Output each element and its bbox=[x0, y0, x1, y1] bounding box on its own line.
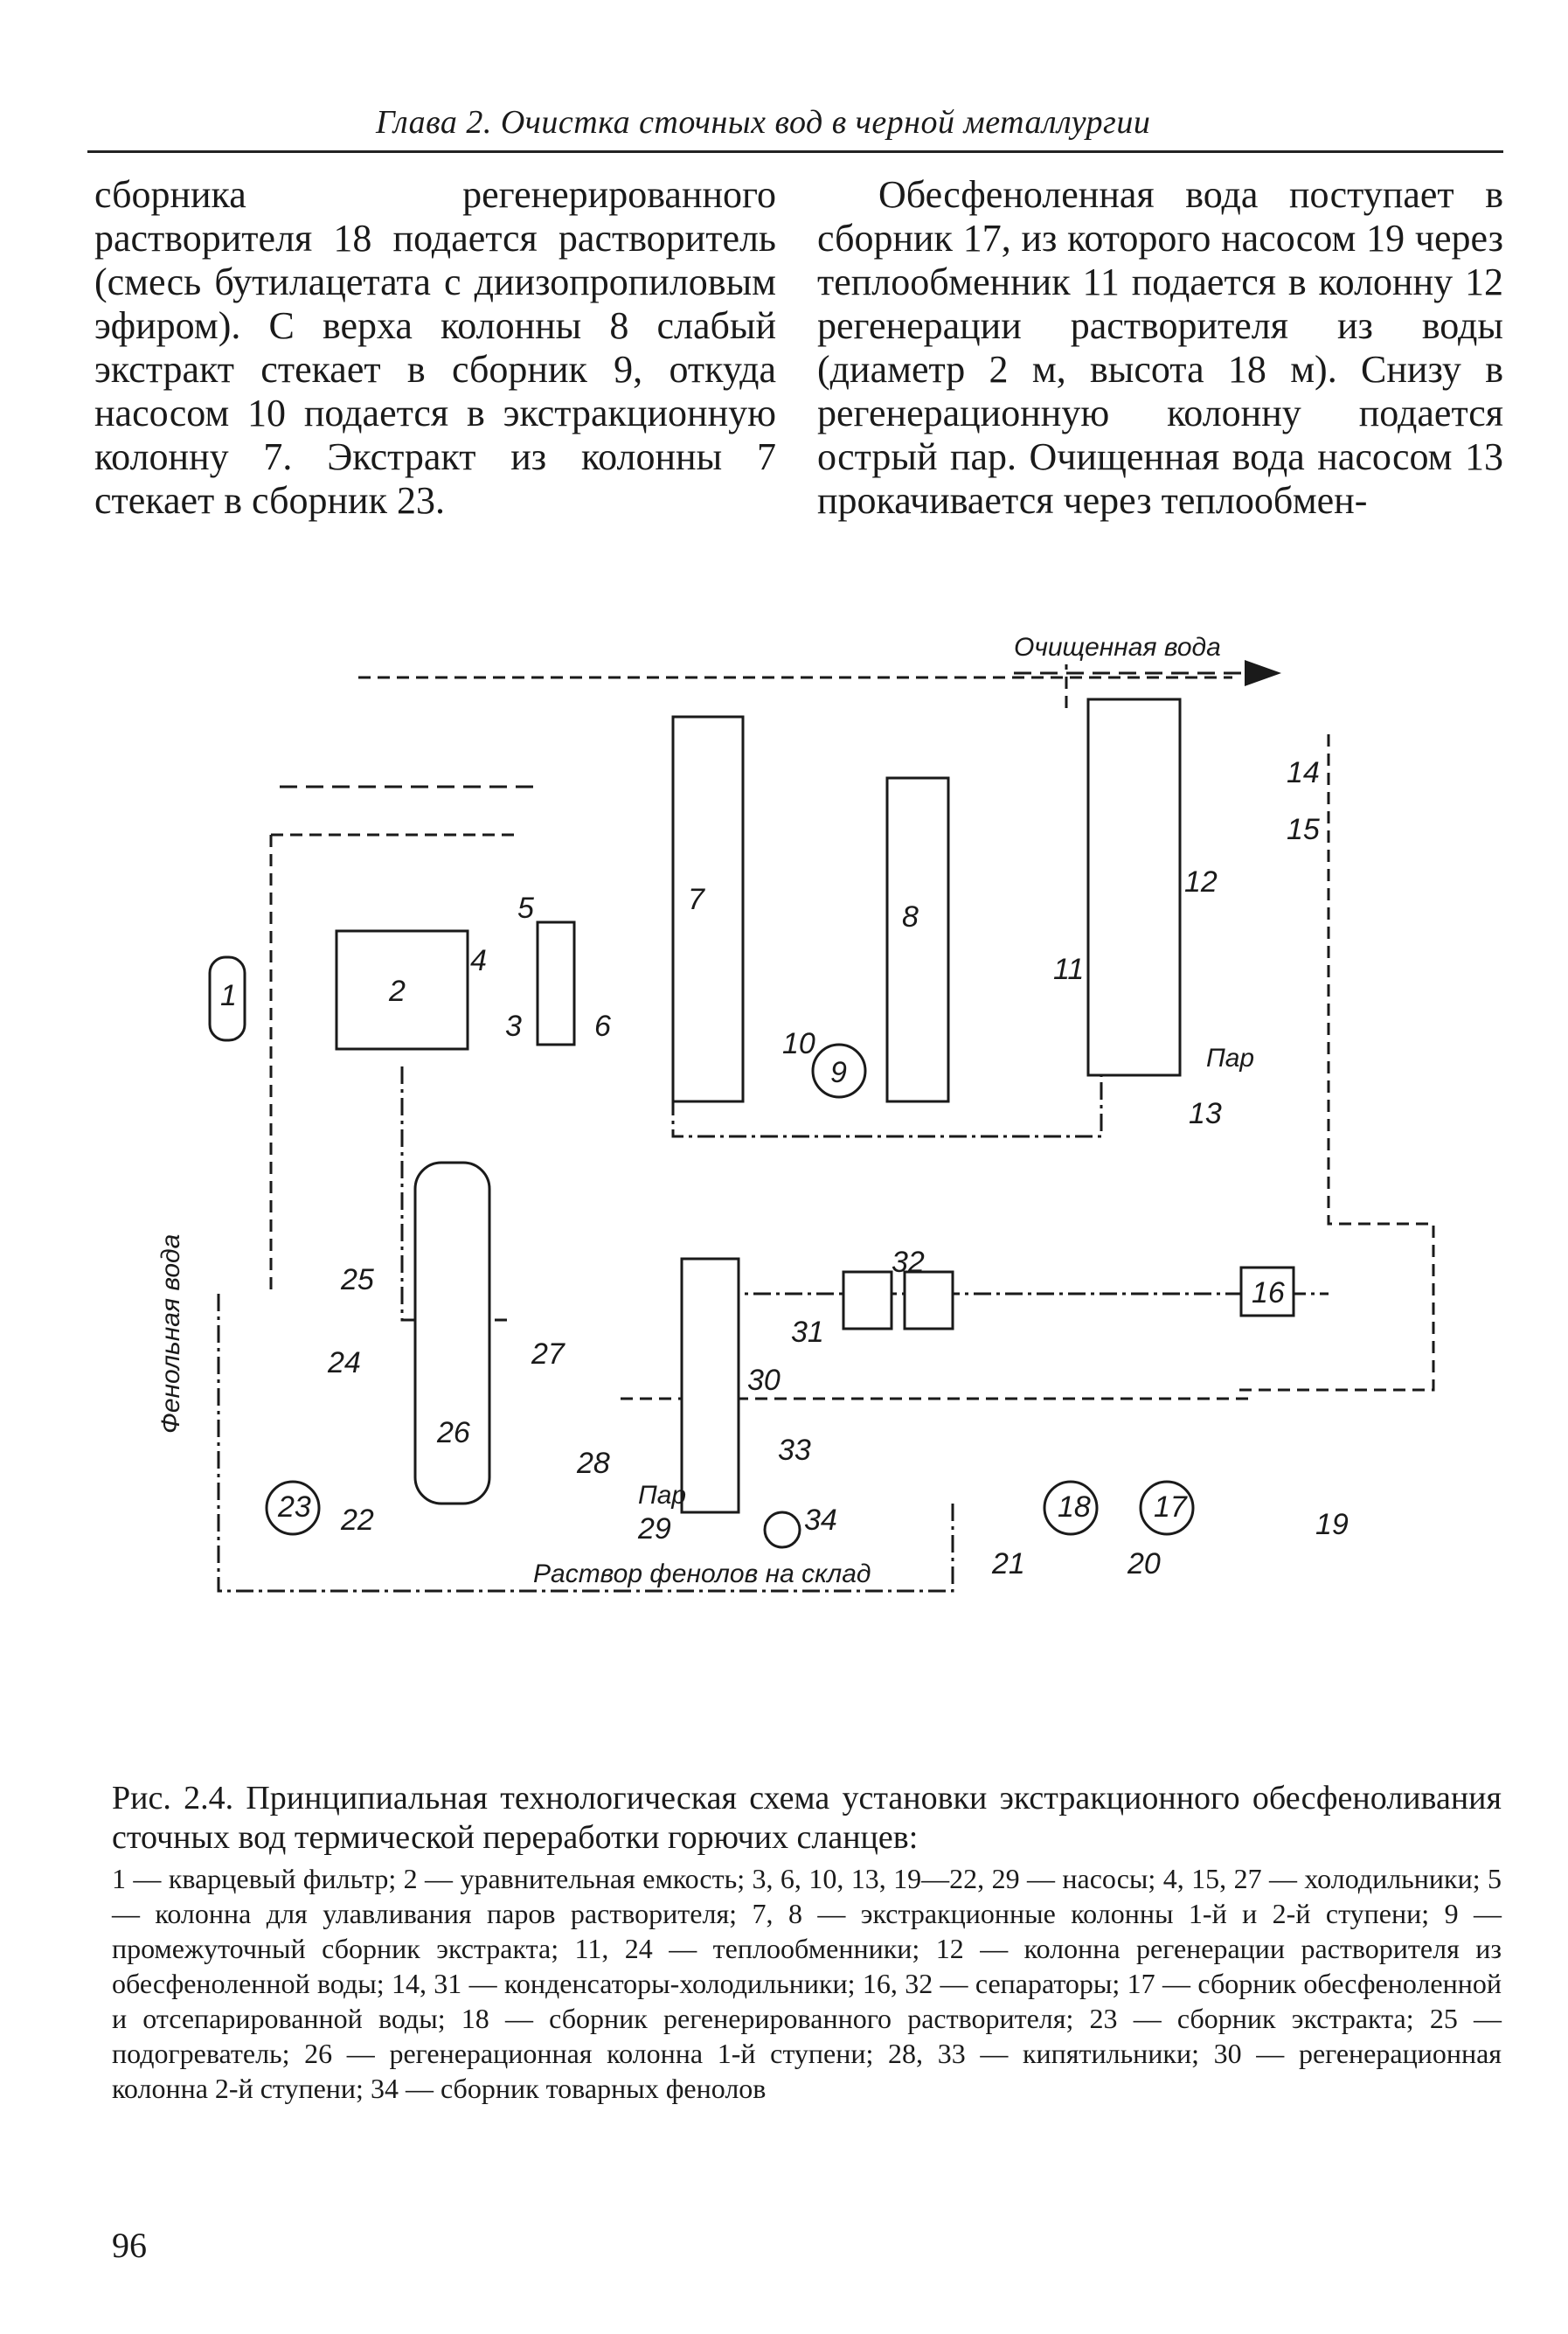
label-17: 17 bbox=[1154, 1490, 1188, 1524]
running-head: Глава 2. Очистка сточных вод в черной ме… bbox=[376, 104, 1151, 141]
label-32: 32 bbox=[892, 1246, 925, 1279]
label-4: 4 bbox=[470, 944, 487, 977]
label-23: 23 bbox=[277, 1490, 311, 1524]
label-21: 21 bbox=[991, 1547, 1025, 1580]
separator-16 bbox=[1239, 1266, 1295, 1317]
label-8: 8 bbox=[902, 900, 919, 934]
label-phenol-water: Фенольная вода bbox=[156, 1234, 185, 1434]
left-text-column: сборника регенерированного растворителя … bbox=[94, 173, 776, 523]
solvent-vapor-column-5 bbox=[536, 920, 576, 1046]
label-27: 27 bbox=[531, 1337, 565, 1371]
water-collector-17 bbox=[1139, 1480, 1195, 1536]
regeneration-column-26 bbox=[413, 1161, 491, 1505]
extract-collector-23 bbox=[265, 1480, 321, 1536]
extract-collector-9 bbox=[811, 1043, 867, 1099]
label-26: 26 bbox=[436, 1416, 470, 1449]
label-31: 31 bbox=[791, 1316, 824, 1349]
label-29: 29 bbox=[637, 1512, 671, 1546]
label-34: 34 bbox=[804, 1504, 837, 1537]
label-11: 11 bbox=[1053, 953, 1084, 986]
caption-legend: 1 — кварцевый фильтр; 2 — уравнительная … bbox=[112, 1863, 1502, 2104]
regeneration-column-12 bbox=[1086, 698, 1182, 1077]
label-15: 15 bbox=[1287, 813, 1320, 846]
caption-title: Рис. 2.4. Принципиальная технологическая… bbox=[112, 1780, 1502, 1856]
label-steam-30: Пар bbox=[638, 1481, 686, 1510]
extraction-column-7 bbox=[671, 715, 745, 1103]
label-2: 2 bbox=[388, 975, 406, 1008]
process-flow-diagram: Очищенная вода Фенольная вода Пар Пар Ра… bbox=[156, 633, 1435, 1593]
right-text-column: Обесфеноленная вода поступает в сборник … bbox=[817, 173, 1503, 523]
extraction-column-8 bbox=[885, 776, 950, 1103]
separator-32a bbox=[842, 1270, 893, 1330]
label-7: 7 bbox=[688, 883, 705, 916]
figure-caption: Рис. 2.4. Принципиальная технологическая… bbox=[112, 1779, 1502, 2106]
separator-32b bbox=[903, 1270, 954, 1330]
pipeline-phenol-water bbox=[217, 1294, 954, 1593]
label-25: 25 bbox=[340, 1263, 374, 1296]
label-14: 14 bbox=[1287, 756, 1320, 789]
label-30: 30 bbox=[747, 1364, 781, 1397]
header-rule bbox=[87, 150, 1503, 153]
solvent-collector-18 bbox=[1043, 1480, 1099, 1536]
label-10: 10 bbox=[782, 1027, 815, 1060]
left-paragraph: сборника регенерированного растворителя … bbox=[94, 173, 776, 522]
label-13: 13 bbox=[1189, 1097, 1222, 1130]
label-20: 20 bbox=[1127, 1547, 1161, 1580]
label-24: 24 bbox=[327, 1346, 361, 1379]
label-18: 18 bbox=[1058, 1490, 1091, 1524]
label-22: 22 bbox=[340, 1504, 374, 1537]
right-paragraph: Обесфеноленная вода поступает в сборник … bbox=[817, 173, 1503, 522]
quartz-filter-1 bbox=[208, 955, 246, 1042]
label-33: 33 bbox=[778, 1434, 811, 1467]
label-28: 28 bbox=[576, 1447, 610, 1480]
pipeline-right-return bbox=[1232, 734, 1435, 1392]
label-19: 19 bbox=[1315, 1508, 1349, 1541]
label-steam-12: Пар bbox=[1206, 1044, 1254, 1073]
phenol-collector-34 bbox=[763, 1511, 801, 1549]
label-16: 16 bbox=[1252, 1276, 1285, 1309]
label-1: 1 bbox=[220, 979, 237, 1012]
equalizing-tank-2 bbox=[335, 929, 469, 1051]
label-12: 12 bbox=[1184, 865, 1218, 899]
label-9: 9 bbox=[830, 1056, 847, 1089]
label-3: 3 bbox=[505, 1010, 522, 1043]
page-number: 96 bbox=[112, 2226, 147, 2265]
label-purified-water: Очищенная вода bbox=[1014, 633, 1221, 662]
label-6: 6 bbox=[594, 1010, 611, 1043]
label-phenol-solution: Раствор фенолов на склад bbox=[533, 1559, 871, 1588]
regeneration-column-30 bbox=[680, 1257, 740, 1514]
label-5: 5 bbox=[517, 892, 534, 925]
